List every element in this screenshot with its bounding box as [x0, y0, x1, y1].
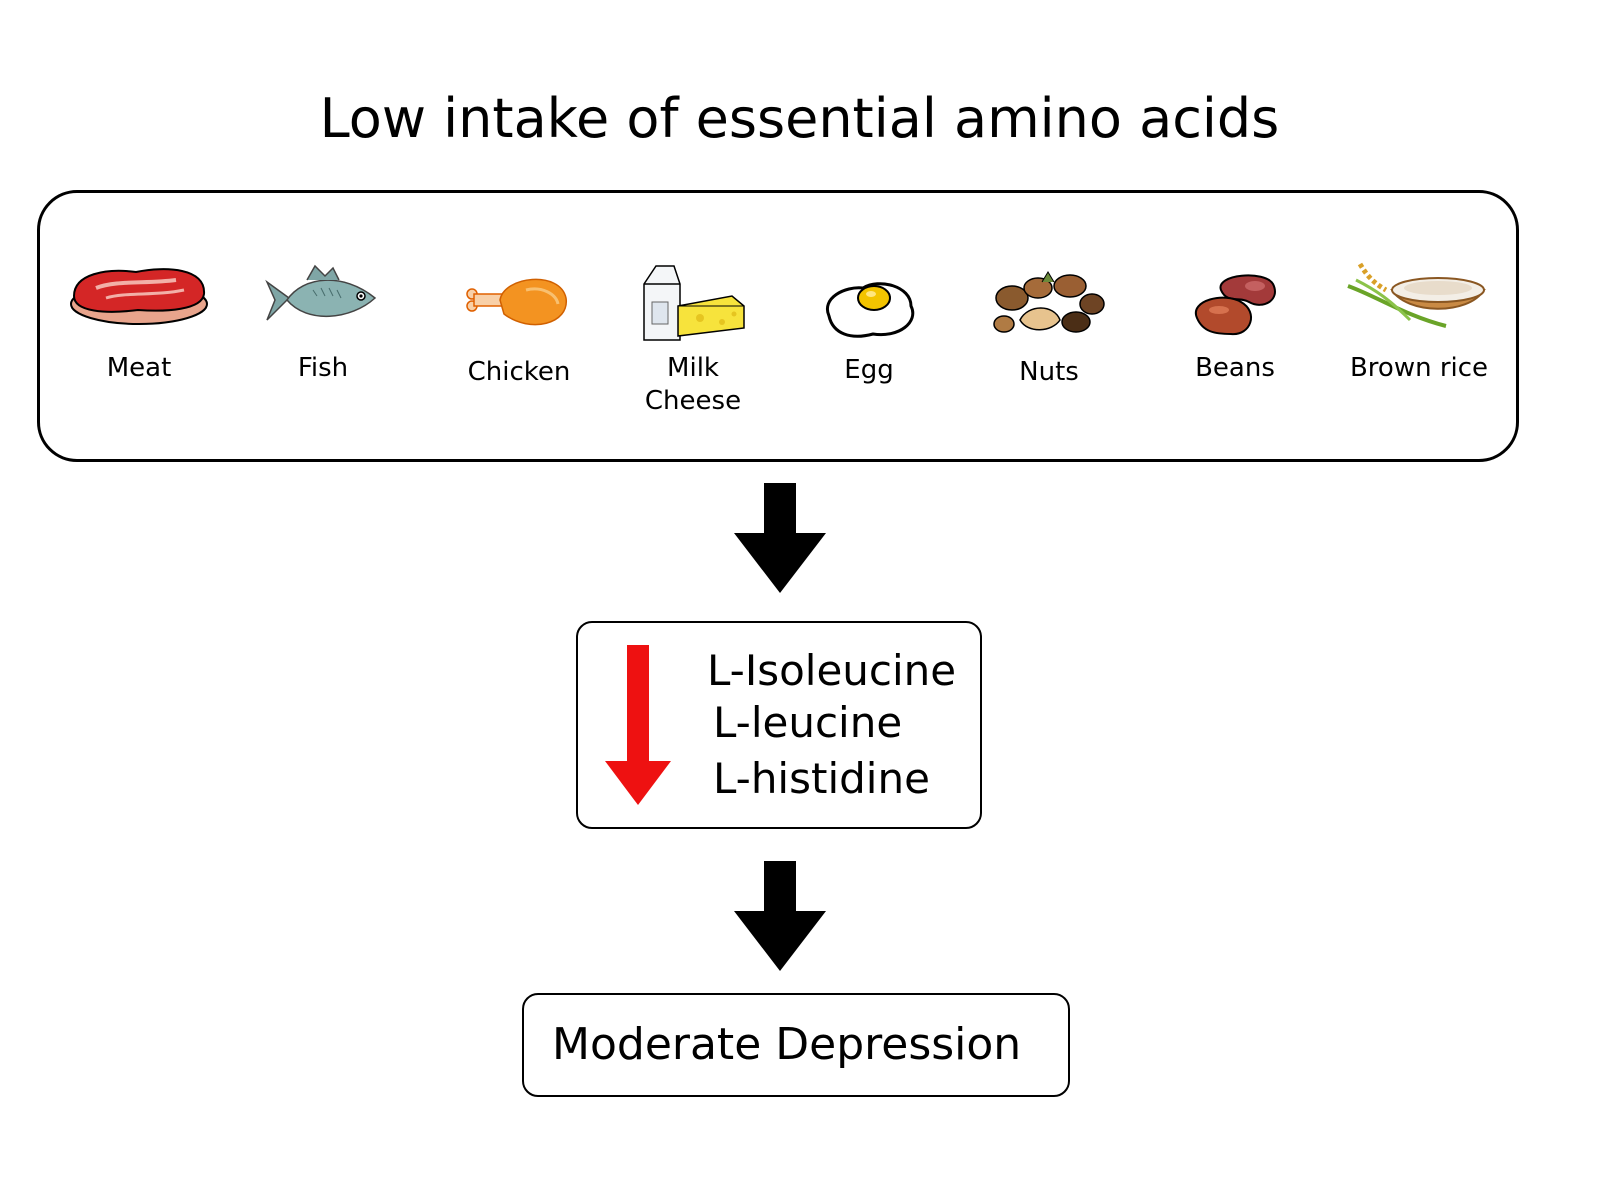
beans-icon	[1194, 274, 1276, 336]
food-label-milk: Milk	[667, 353, 719, 383]
egg-icon	[825, 282, 915, 338]
food-meat: Meat	[54, 258, 224, 385]
amino-acids-box: L-Isoleucine L-leucine L-histidine	[576, 621, 982, 829]
outcome-text: Moderate Depression	[552, 1019, 1022, 1070]
nuts-icon	[993, 271, 1105, 333]
amino-acid-histidine: L-histidine	[713, 754, 930, 803]
food-label-cheese: Cheese	[644, 386, 742, 416]
amino-acid-isoleucine: L-Isoleucine	[707, 646, 957, 695]
down-arrow-1	[734, 483, 826, 593]
food-label-beans: Beans	[1195, 353, 1275, 383]
diagram-title: Low intake of essential amino acids	[319, 87, 1280, 150]
food-nuts: Nuts	[964, 268, 1134, 389]
outcome-box: Moderate Depression	[522, 993, 1070, 1097]
food-label-brown-rice: Brown rice	[1349, 353, 1489, 383]
decrease-arrow-icon	[605, 645, 671, 805]
food-label-egg: Egg	[844, 355, 894, 385]
food-fish: Fish	[238, 262, 408, 385]
down-arrow-2	[734, 861, 826, 971]
food-sources-box	[37, 190, 1519, 462]
food-milk-cheese: Milk Cheese	[608, 262, 778, 418]
milk-cheese-icon	[643, 265, 745, 341]
amino-acid-leucine: L-leucine	[713, 698, 903, 747]
food-beans: Beans	[1150, 270, 1320, 385]
food-label-fish: Fish	[297, 353, 349, 383]
meat-icon	[70, 268, 208, 325]
food-egg: Egg	[784, 276, 954, 387]
fish-icon	[265, 264, 377, 321]
food-chicken: Chicken	[434, 270, 604, 389]
food-label-chicken: Chicken	[467, 357, 571, 387]
brown-rice-icon	[1347, 262, 1486, 328]
food-label-meat: Meat	[106, 353, 172, 383]
food-label-nuts: Nuts	[1019, 357, 1079, 387]
food-brown-rice: Brown rice	[1334, 260, 1504, 385]
chicken-icon	[466, 278, 567, 326]
